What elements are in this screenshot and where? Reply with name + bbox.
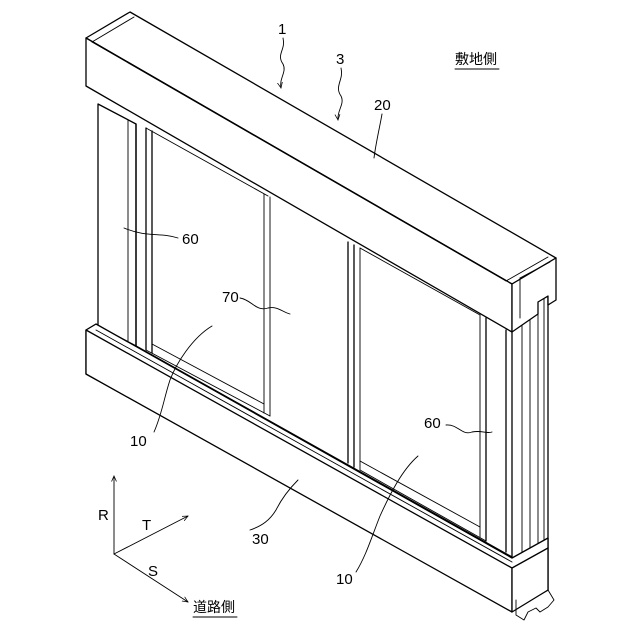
label-3: 3: [336, 51, 344, 68]
axis-indicator: R T S: [98, 476, 188, 602]
label-60-left: 60: [182, 231, 199, 248]
label-70: 70: [222, 289, 239, 306]
road-side-label: 道路側: [193, 600, 235, 616]
axis-t-label: T: [142, 517, 151, 534]
label-10-left: 10: [130, 433, 147, 450]
axis-s-label: S: [148, 563, 158, 580]
label-10-right: 10: [336, 571, 353, 588]
label-1: 1: [278, 21, 286, 38]
label-20: 20: [374, 97, 391, 114]
label-60-right: 60: [424, 415, 441, 432]
site-side-label: 敷地側: [455, 52, 497, 68]
right-post: [512, 296, 548, 568]
axis-r-label: R: [98, 507, 109, 524]
label-30: 30: [252, 531, 269, 548]
left-post: [98, 104, 136, 346]
